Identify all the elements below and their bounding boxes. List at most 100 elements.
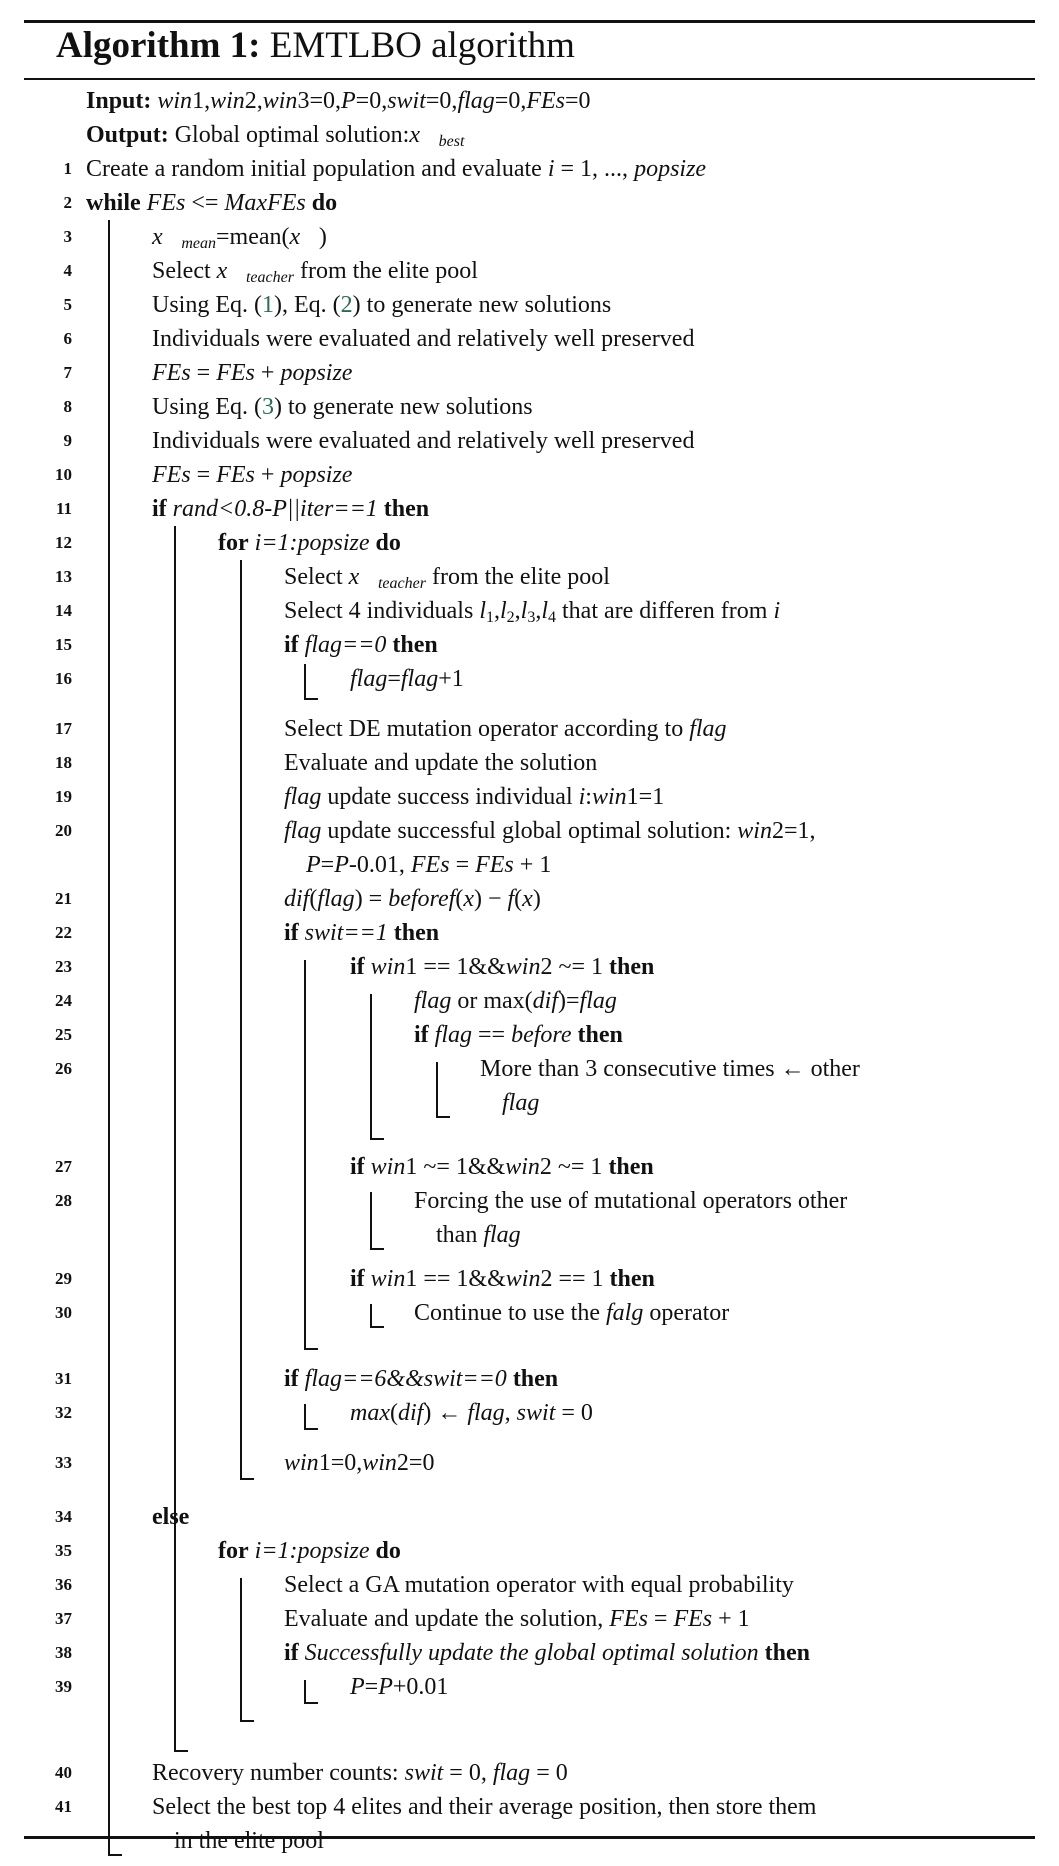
line-number: 26 — [55, 1059, 72, 1078]
line-number: 8 — [63, 397, 73, 416]
line-41: 41 Select the best top 4 elites and thei… — [0, 1791, 1059, 1823]
algorithm-title: Algorithm 1: EMTLBO algorithm — [56, 24, 575, 67]
if-flag0-block-bar — [304, 664, 306, 700]
if-flag6-block-foot — [304, 1428, 318, 1430]
line-number: 12 — [55, 533, 72, 552]
line-number: 3 — [63, 227, 73, 246]
line-33: 33 win1=0,win2=0 — [0, 1447, 1059, 1479]
line-40: 40 Recovery number counts: swit = 0, fla… — [0, 1757, 1059, 1789]
for-de-block-foot — [240, 1478, 254, 1480]
line-18: 18 Evaluate and update the solution — [0, 747, 1059, 779]
line-number: 5 — [63, 295, 73, 314]
line-14: 14 Select 4 individuals l1,l2,l3,l4 that… — [0, 595, 1059, 627]
output-label: Output: — [86, 122, 169, 148]
line-number: 21 — [55, 889, 72, 908]
if-win-a-block-foot — [370, 1138, 384, 1140]
line-number: 20 — [55, 821, 72, 840]
line-31: 31 if flag==6&&swit==0 then — [0, 1363, 1059, 1395]
line-number: 9 — [63, 431, 73, 450]
line-number: 36 — [55, 1575, 72, 1594]
line-34: 34 else — [0, 1501, 1059, 1533]
output-line: Output: Global optimal solution:x⃗best — [86, 122, 465, 150]
if-block-foot — [174, 1750, 188, 1752]
line-number: 23 — [55, 957, 72, 976]
eq-ref-1[interactable]: 1 — [262, 292, 274, 318]
if-success-block-foot — [304, 1702, 318, 1704]
line-number: 1 — [63, 159, 73, 178]
algorithm-name: EMTLBO algorithm — [269, 25, 575, 66]
line-24: 24 flag or max(dif)=flag — [0, 985, 1059, 1017]
if-flag0-block-foot — [304, 698, 318, 700]
line-12: 12 for i=1:popsize do — [0, 527, 1059, 559]
line-number: 18 — [55, 753, 72, 772]
if-win-c-block-foot — [370, 1326, 384, 1328]
line-35: 35 for i=1:popsize do — [0, 1535, 1059, 1567]
line-27: 27 if win1 ~= 1&&win2 ~= 1 then — [0, 1151, 1059, 1183]
line-3: 3 x⃗mean=mean(x⃗) — [0, 221, 1059, 253]
if-win-c-block-bar — [370, 1304, 372, 1328]
top-rule — [24, 20, 1035, 23]
line-2: 2 while FEs <= MaxFEs do — [0, 187, 1059, 219]
for-ga-block-foot — [240, 1720, 254, 1722]
line-1: 1 Create a random initial population and… — [0, 153, 1059, 185]
line-9: 9 Individuals were evaluated and relativ… — [0, 425, 1059, 457]
line-number: 32 — [55, 1403, 72, 1422]
line-number: 27 — [55, 1157, 72, 1176]
line-6: 6 Individuals were evaluated and relativ… — [0, 323, 1059, 355]
algorithm-label: Algorithm 1: — [56, 25, 261, 66]
for-ga-block-bar — [240, 1578, 242, 1722]
if-flag6-block-bar — [304, 1404, 306, 1430]
line-11: 11 if rand<0.8-P||iter==1 then — [0, 493, 1059, 525]
line-26-cont: flag — [502, 1090, 540, 1116]
title-rule — [24, 78, 1035, 80]
while-block-foot — [108, 1854, 122, 1856]
line-number: 10 — [55, 465, 72, 484]
line-28-cont: than flag — [436, 1222, 521, 1248]
for-de-block-bar — [240, 560, 242, 1480]
line-number: 13 — [55, 567, 72, 586]
line-number: 34 — [55, 1507, 72, 1526]
line-number: 6 — [63, 329, 73, 348]
line-number: 14 — [55, 601, 72, 620]
line-number: 39 — [55, 1677, 72, 1696]
line-20-cont: P=P-0.01, FEs = FEs + 1 — [306, 852, 552, 878]
line-23: 23 if win1 == 1&&win2 ~= 1 then — [0, 951, 1059, 983]
line-25: 25 if flag == before then — [0, 1019, 1059, 1051]
line-number: 28 — [55, 1191, 72, 1210]
line-number: 31 — [55, 1369, 72, 1388]
line-41-cont: in the elite pool — [174, 1828, 324, 1854]
if-win-a-block-bar — [370, 994, 372, 1140]
line-number: 19 — [55, 787, 72, 806]
bottom-rule — [24, 1836, 1035, 1839]
line-number: 16 — [55, 669, 72, 688]
line-22: 22 if swit==1 then — [0, 917, 1059, 949]
line-21: 21 dif(flag) = beforef(x) − f(x) — [0, 883, 1059, 915]
line-number: 15 — [55, 635, 72, 654]
line-13: 13 Select x⃗teacher from the elite pool — [0, 561, 1059, 593]
line-26: 26 More than 3 consecutive times ← other — [0, 1053, 1059, 1085]
eq-ref-2[interactable]: 2 — [340, 292, 353, 318]
line-number: 22 — [55, 923, 72, 942]
if-win-b-block-bar — [370, 1192, 372, 1250]
line-number: 4 — [63, 261, 73, 280]
line-number: 35 — [55, 1541, 72, 1560]
eq-ref-3[interactable]: 3 — [262, 394, 274, 420]
if-before-block-foot — [436, 1116, 450, 1118]
line-number: 11 — [55, 499, 72, 518]
line-10: 10 FEs = FEs + popsize — [0, 459, 1059, 491]
line-number: 30 — [55, 1303, 72, 1322]
line-37: 37 Evaluate and update the solution, FEs… — [0, 1603, 1059, 1635]
line-39: 39 P=P+0.01 — [0, 1671, 1059, 1703]
input-line: Input: win1,win2,win3=0,P=0,swit=0,flag=… — [86, 88, 591, 114]
line-number: 37 — [55, 1609, 72, 1628]
line-number: 17 — [55, 719, 72, 738]
line-number: 7 — [63, 363, 73, 382]
line-16: 16 flag=flag+1 — [0, 663, 1059, 695]
line-number: 29 — [55, 1269, 72, 1288]
line-number: 40 — [55, 1763, 72, 1782]
line-number: 38 — [55, 1643, 72, 1662]
line-number: 25 — [55, 1025, 72, 1044]
line-17: 17 Select DE mutation operator according… — [0, 713, 1059, 745]
line-30: 30 Continue to use the falg operator — [0, 1297, 1059, 1329]
line-38: 38 if Successfully update the global opt… — [0, 1637, 1059, 1669]
